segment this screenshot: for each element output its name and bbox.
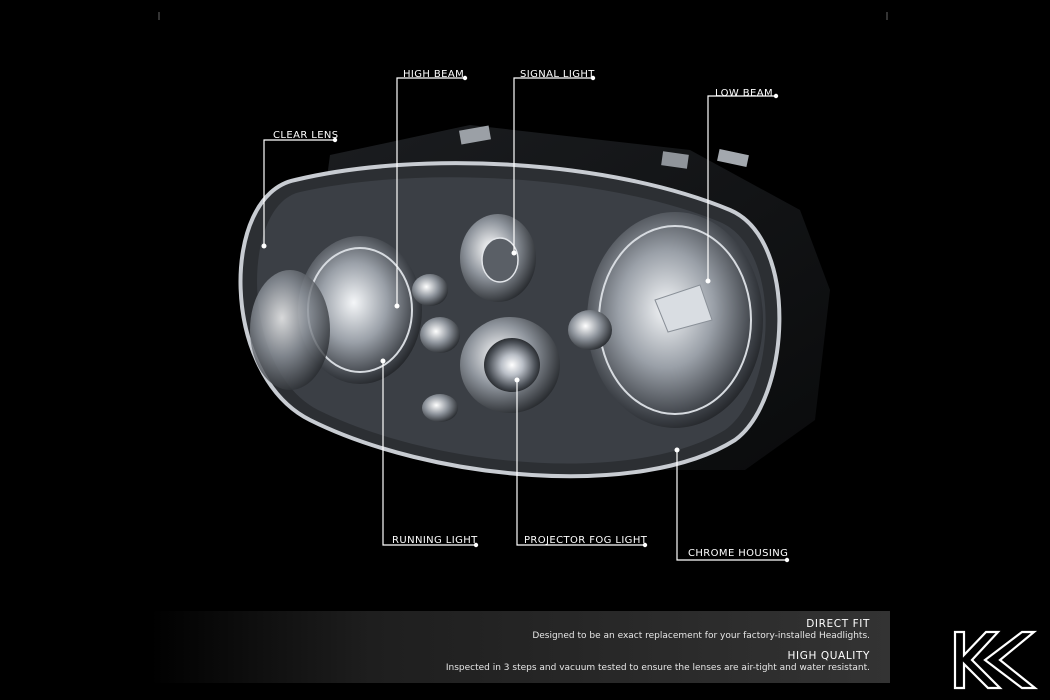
corner-tick-right: [886, 12, 888, 20]
fog-projector-lens: [484, 338, 540, 392]
feature-text-direct-fit: Designed to be an exact replacement for …: [532, 631, 870, 641]
label-high-beam: HIGH BEAM: [403, 69, 465, 80]
mini-reflector-4: [568, 310, 612, 350]
mini-reflector-3: [422, 394, 458, 422]
dot-fog-target: [514, 377, 520, 383]
dot-low-beam-target: [705, 278, 711, 284]
mounting-tab-right: [717, 149, 749, 167]
dot-high-beam-target: [394, 303, 400, 309]
label-chrome-housing: CHROME HOUSING: [688, 548, 789, 559]
running-light-reflector: [250, 270, 330, 390]
dot-chrome: [784, 557, 790, 563]
leader-chrome-housing: [676, 450, 787, 561]
leader-running-light: [382, 361, 476, 546]
dot-running-target: [380, 358, 386, 364]
callout-dots: [261, 75, 790, 563]
dot-clear-lens: [332, 137, 338, 143]
low-beam-bulb: [654, 284, 713, 333]
dot-fog: [642, 542, 648, 548]
dot-running: [473, 542, 479, 548]
dot-high-beam: [462, 75, 468, 81]
feature-title-direct-fit: DIRECT FIT: [806, 618, 870, 630]
callout-lines: [263, 77, 787, 561]
dot-low-beam: [773, 93, 779, 99]
label-clear-lens: CLEAR LENS: [273, 130, 339, 141]
dot-signal-target: [511, 250, 517, 256]
dot-chrome-target: [674, 447, 680, 453]
mini-reflector-1: [412, 274, 448, 306]
label-signal-light: SIGNAL LIGHT: [520, 69, 595, 80]
corner-tick-left: [158, 12, 160, 20]
dot-clear-lens-target: [261, 243, 267, 249]
feature-info-bar: [150, 611, 890, 683]
mounting-tab-mid: [661, 151, 689, 169]
kr-logo-icon: [953, 630, 1039, 690]
leader-projector-fog: [516, 380, 645, 546]
leader-high-beam: [396, 77, 465, 306]
mini-reflector-2: [420, 317, 460, 353]
leader-low-beam: [707, 95, 776, 281]
label-low-beam: LOW BEAM: [715, 88, 773, 99]
dot-signal: [590, 75, 596, 81]
leader-clear-lens: [263, 139, 335, 246]
mounting-tab-left: [459, 125, 491, 145]
label-projector-fog-light: PROJECTOR FOG LIGHT: [524, 535, 648, 546]
signal-light-bulb: [481, 237, 519, 283]
feature-title-high-quality: HIGH QUALITY: [787, 650, 870, 662]
feature-text-high-quality: Inspected in 3 steps and vacuum tested t…: [445, 663, 870, 673]
leader-signal-light: [513, 77, 593, 253]
high-beam-reflector: [298, 236, 422, 384]
label-running-light: RUNNING LIGHT: [392, 535, 478, 546]
